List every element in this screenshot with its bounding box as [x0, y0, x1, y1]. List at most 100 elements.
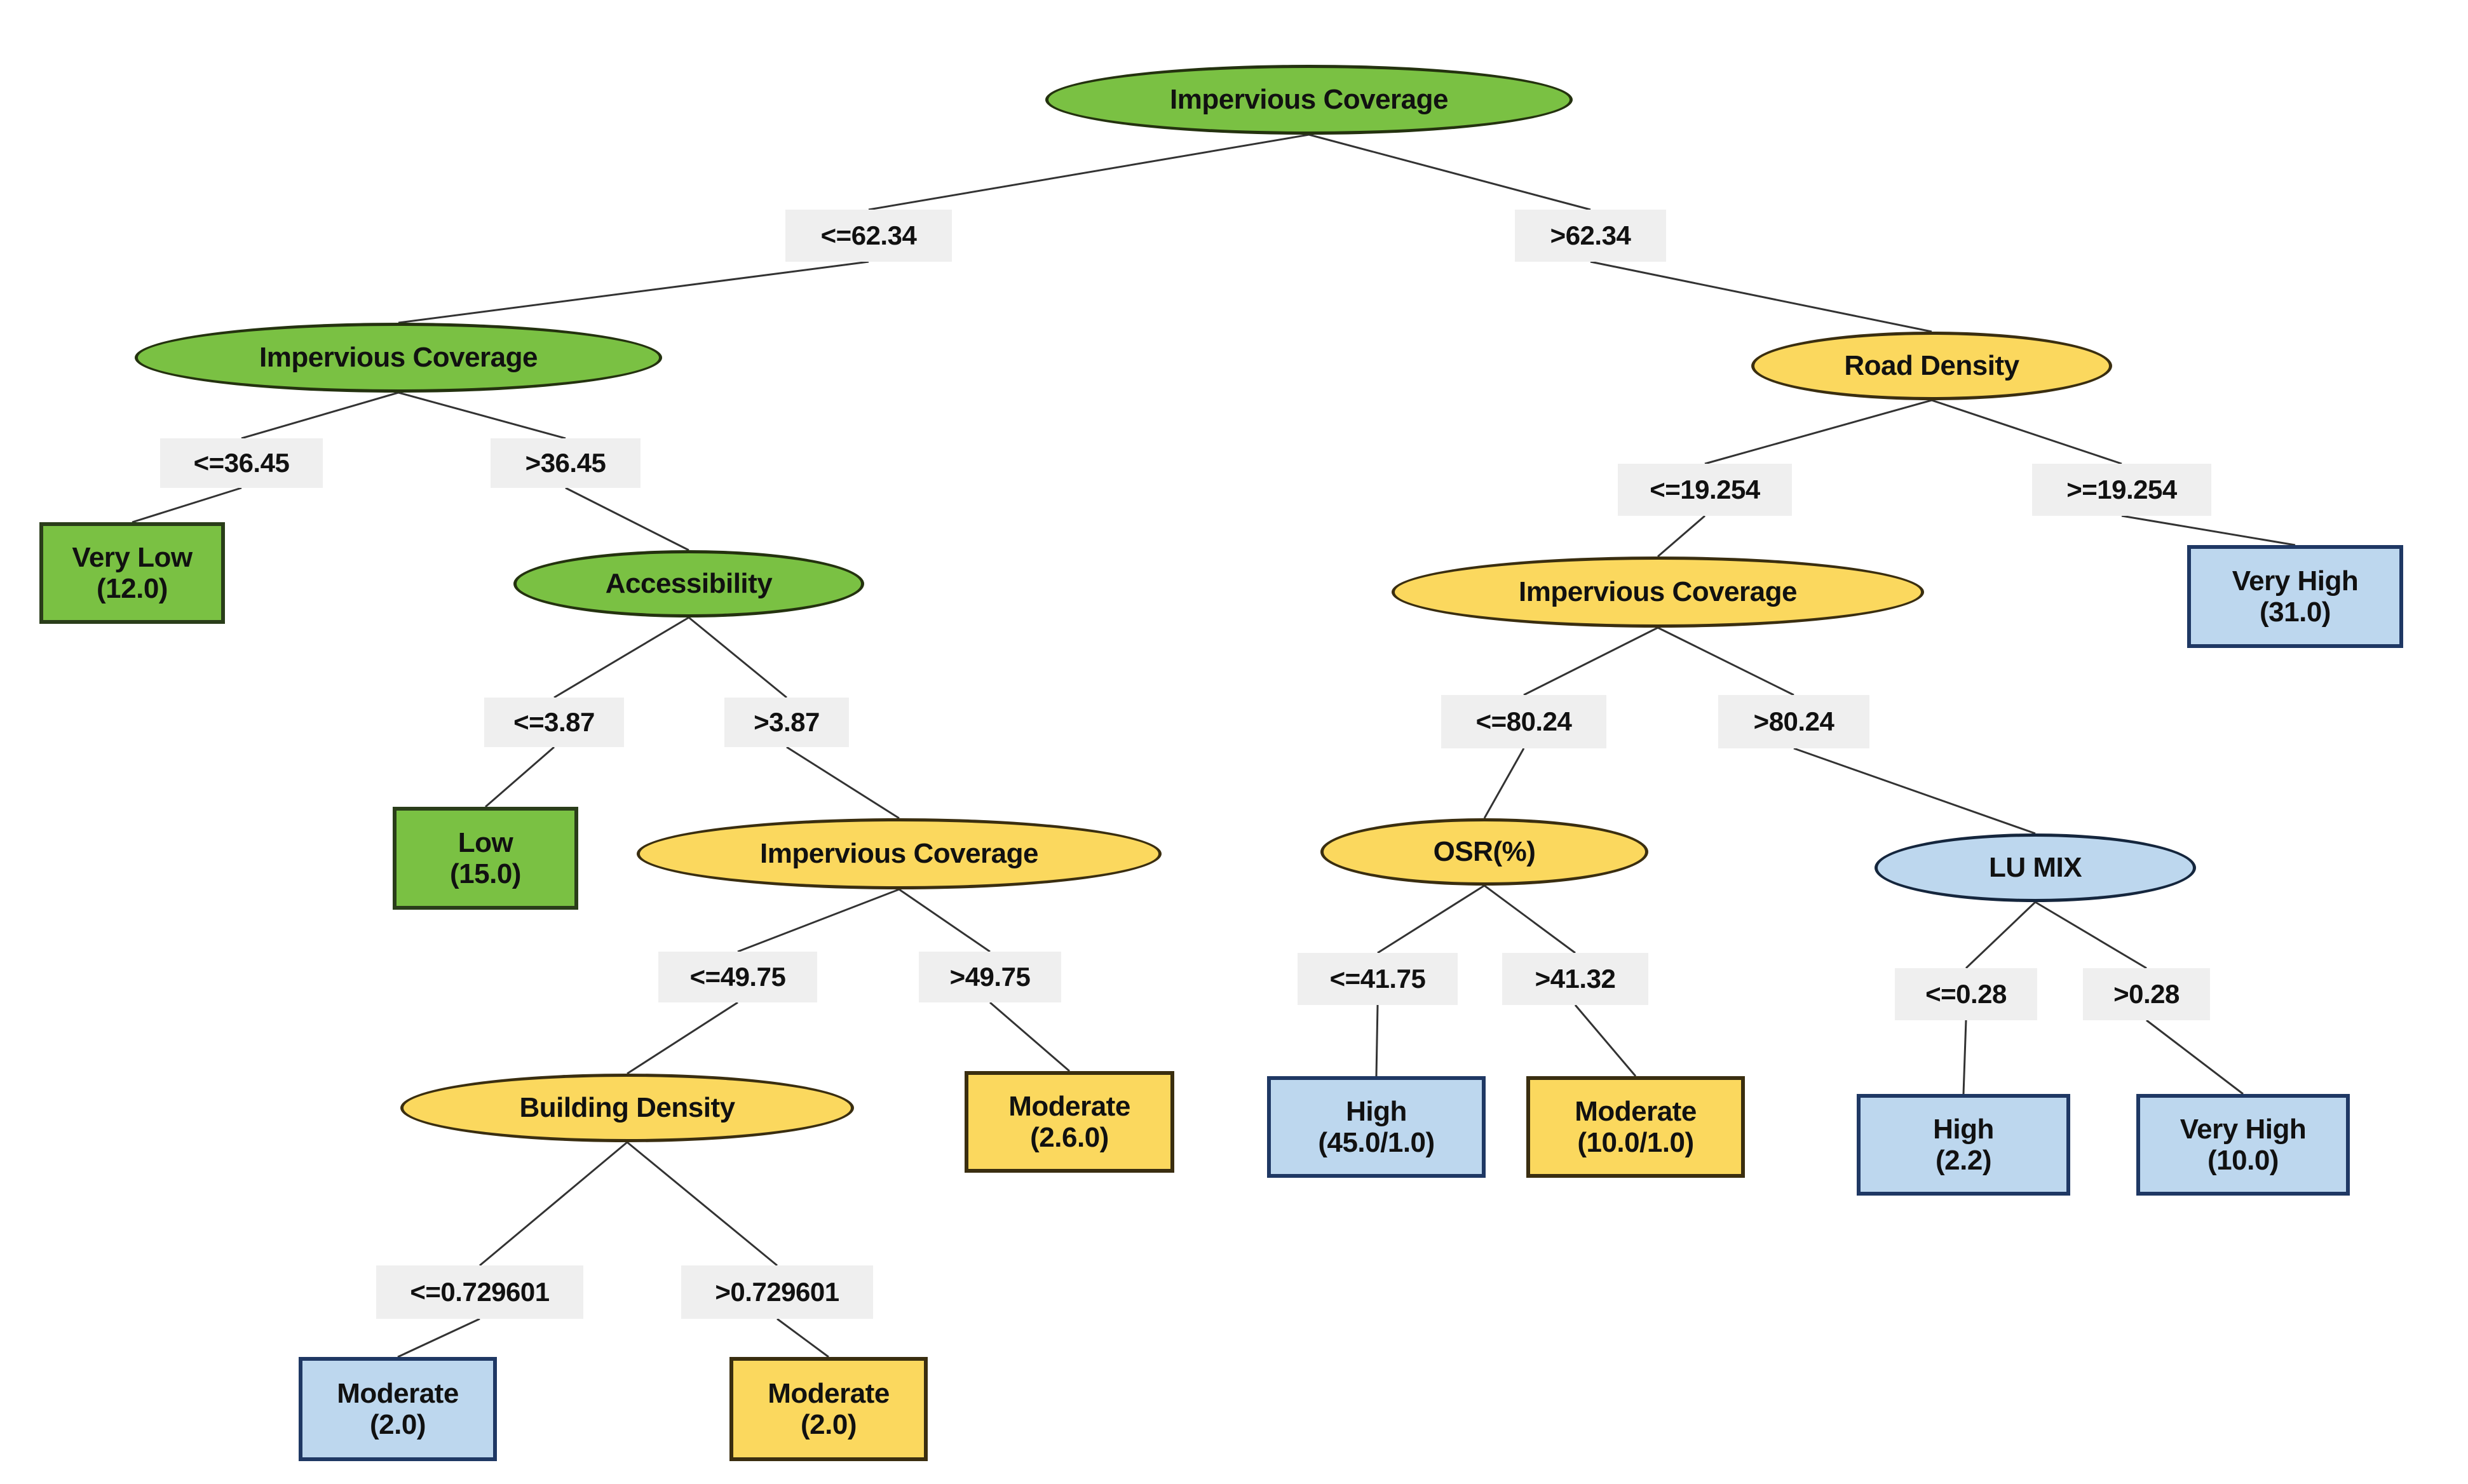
edge-label-80-24: <=80.24	[1441, 695, 1606, 748]
decision-node-road-density[interactable]: Road Density	[1751, 332, 2112, 400]
edge-line-upper-3	[398, 391, 566, 440]
leaf-node-moderate-2-0[interactable]: Moderate(2.0)	[299, 1357, 497, 1461]
edge-line-lower-5	[786, 746, 900, 820]
edge-line-upper-8	[479, 1141, 628, 1267]
edge-line-lower-9	[776, 1318, 829, 1358]
edge-label-19-254: >=19.254	[2032, 464, 2211, 516]
leaf-node-moderate-2-0[interactable]: Moderate(2.0)	[729, 1357, 928, 1461]
edge-label-0-729601: <=0.729601	[376, 1265, 583, 1319]
edge-line-upper-9	[627, 1141, 778, 1267]
leaf-node-high-2-2[interactable]: High(2.2)	[1857, 1094, 2070, 1196]
leaf-node-low-15-0[interactable]: Low(15.0)	[393, 807, 578, 910]
edge-label-3-87: <=3.87	[484, 698, 624, 747]
leaf-count-label: (45.0/1.0)	[1318, 1127, 1435, 1158]
edge-label-62-34: <=62.34	[785, 210, 952, 262]
leaf-count-label: (10.0)	[2207, 1145, 2279, 1176]
edge-line-upper-15	[1484, 884, 1576, 954]
leaf-count-label: (31.0)	[2260, 597, 2331, 628]
edge-line-lower-15	[1574, 1004, 1637, 1077]
decision-node-impervious-coverage[interactable]: Impervious Coverage	[637, 818, 1162, 889]
edge-line-lower-16	[1962, 1020, 1967, 1095]
leaf-count-label: (10.0/1.0)	[1577, 1127, 1694, 1158]
decision-node-label: Impervious Coverage	[259, 342, 538, 373]
decision-node-impervious-coverage[interactable]: Impervious Coverage	[135, 323, 662, 393]
edge-line-upper-13	[1657, 626, 1794, 696]
decision-node-label: Impervious Coverage	[1170, 84, 1449, 115]
decision-node-impervious-coverage[interactable]: Impervious Coverage	[1045, 65, 1573, 135]
leaf-class-label: High	[1346, 1095, 1407, 1127]
leaf-class-label: Very High	[2180, 1113, 2307, 1145]
edge-line-upper-10	[1704, 399, 1932, 465]
leaf-count-label: (2.0)	[370, 1409, 426, 1440]
edge-line-lower-11	[2121, 515, 2296, 546]
leaf-node-moderate-10-0-1-0[interactable]: Moderate(10.0/1.0)	[1526, 1076, 1745, 1178]
edge-line-lower-14	[1375, 1004, 1379, 1077]
edge-line-upper-4	[553, 616, 689, 699]
edge-line-upper-16	[1965, 901, 2037, 969]
edge-line-upper-5	[688, 616, 787, 699]
edge-line-upper-14	[1377, 884, 1485, 954]
edge-line-lower-4	[485, 746, 555, 808]
leaf-node-very-low-12-0[interactable]: Very Low(12.0)	[39, 522, 225, 624]
edge-line-lower-2	[132, 487, 242, 523]
edge-line-lower-0	[398, 260, 869, 324]
edge-label-19-254: <=19.254	[1618, 464, 1792, 516]
edge-line-lower-3	[565, 487, 689, 551]
edge-label-36-45: >36.45	[491, 438, 641, 488]
decision-node-lu-mix[interactable]: LU MIX	[1875, 833, 2196, 902]
decision-node-label: Accessibility	[605, 568, 773, 599]
edge-line-lower-6	[627, 1001, 738, 1075]
leaf-class-label: High	[1933, 1113, 1994, 1145]
edge-line-upper-12	[1523, 626, 1658, 696]
edge-line-lower-12	[1483, 748, 1525, 819]
leaf-node-very-high-10-0[interactable]: Very High(10.0)	[2136, 1094, 2350, 1196]
leaf-class-label: Moderate	[1575, 1095, 1697, 1127]
edge-label-0-28: >0.28	[2083, 968, 2210, 1020]
decision-node-osr[interactable]: OSR(%)	[1320, 818, 1648, 886]
decision-node-label: Impervious Coverage	[1519, 576, 1798, 607]
decision-node-accessibility[interactable]: Accessibility	[513, 550, 864, 617]
edge-line-upper-17	[2035, 901, 2147, 969]
edge-line-upper-2	[241, 391, 399, 440]
edge-line-lower-17	[2146, 1019, 2244, 1095]
leaf-node-very-high-31-0[interactable]: Very High(31.0)	[2187, 545, 2403, 648]
edge-label-41-75: <=41.75	[1298, 953, 1458, 1005]
decision-node-label: Impervious Coverage	[760, 838, 1039, 869]
edge-label-36-45: <=36.45	[160, 438, 323, 488]
edge-label-62-34: >62.34	[1515, 210, 1666, 262]
leaf-class-label: Low	[458, 826, 513, 858]
decision-node-building-density[interactable]: Building Density	[400, 1074, 854, 1142]
decision-node-label: OSR(%)	[1433, 836, 1536, 867]
edge-line-lower-8	[397, 1318, 480, 1358]
edge-line-upper-11	[1931, 399, 2122, 465]
edge-label-49-75: <=49.75	[658, 952, 817, 1002]
leaf-class-label: Moderate	[768, 1377, 890, 1409]
leaf-class-label: Very Low	[72, 541, 193, 573]
edge-line-upper-1	[1308, 133, 1591, 211]
leaf-node-moderate-2-6-0[interactable]: Moderate(2.6.0)	[965, 1071, 1174, 1173]
edge-label-0-28: <=0.28	[1895, 968, 2037, 1020]
edge-line-upper-6	[737, 888, 900, 953]
leaf-node-high-45-0-1-0[interactable]: High(45.0/1.0)	[1267, 1076, 1486, 1178]
edge-line-upper-7	[898, 888, 991, 953]
leaf-count-label: (2.2)	[1936, 1145, 1991, 1176]
leaf-count-label: (12.0)	[97, 573, 168, 604]
decision-node-label: LU MIX	[1988, 852, 2082, 883]
edge-label-0-729601: >0.729601	[681, 1265, 873, 1319]
edge-line-lower-10	[1657, 515, 1705, 558]
leaf-count-label: (15.0)	[450, 858, 521, 889]
edge-label-80-24: >80.24	[1718, 695, 1869, 748]
leaf-class-label: Moderate	[337, 1377, 459, 1409]
edge-line-upper-0	[868, 133, 1310, 211]
edge-line-lower-13	[1793, 747, 2036, 835]
leaf-class-label: Moderate	[1008, 1090, 1130, 1122]
edge-line-lower-1	[1590, 260, 1932, 333]
decision-node-label: Building Density	[519, 1092, 735, 1123]
leaf-count-label: (2.0)	[801, 1409, 857, 1440]
edge-label-3-87: >3.87	[724, 698, 849, 747]
edge-label-41-32: >41.32	[1502, 953, 1648, 1005]
edge-label-49-75: >49.75	[919, 952, 1061, 1002]
decision-node-impervious-coverage[interactable]: Impervious Coverage	[1392, 556, 1924, 628]
